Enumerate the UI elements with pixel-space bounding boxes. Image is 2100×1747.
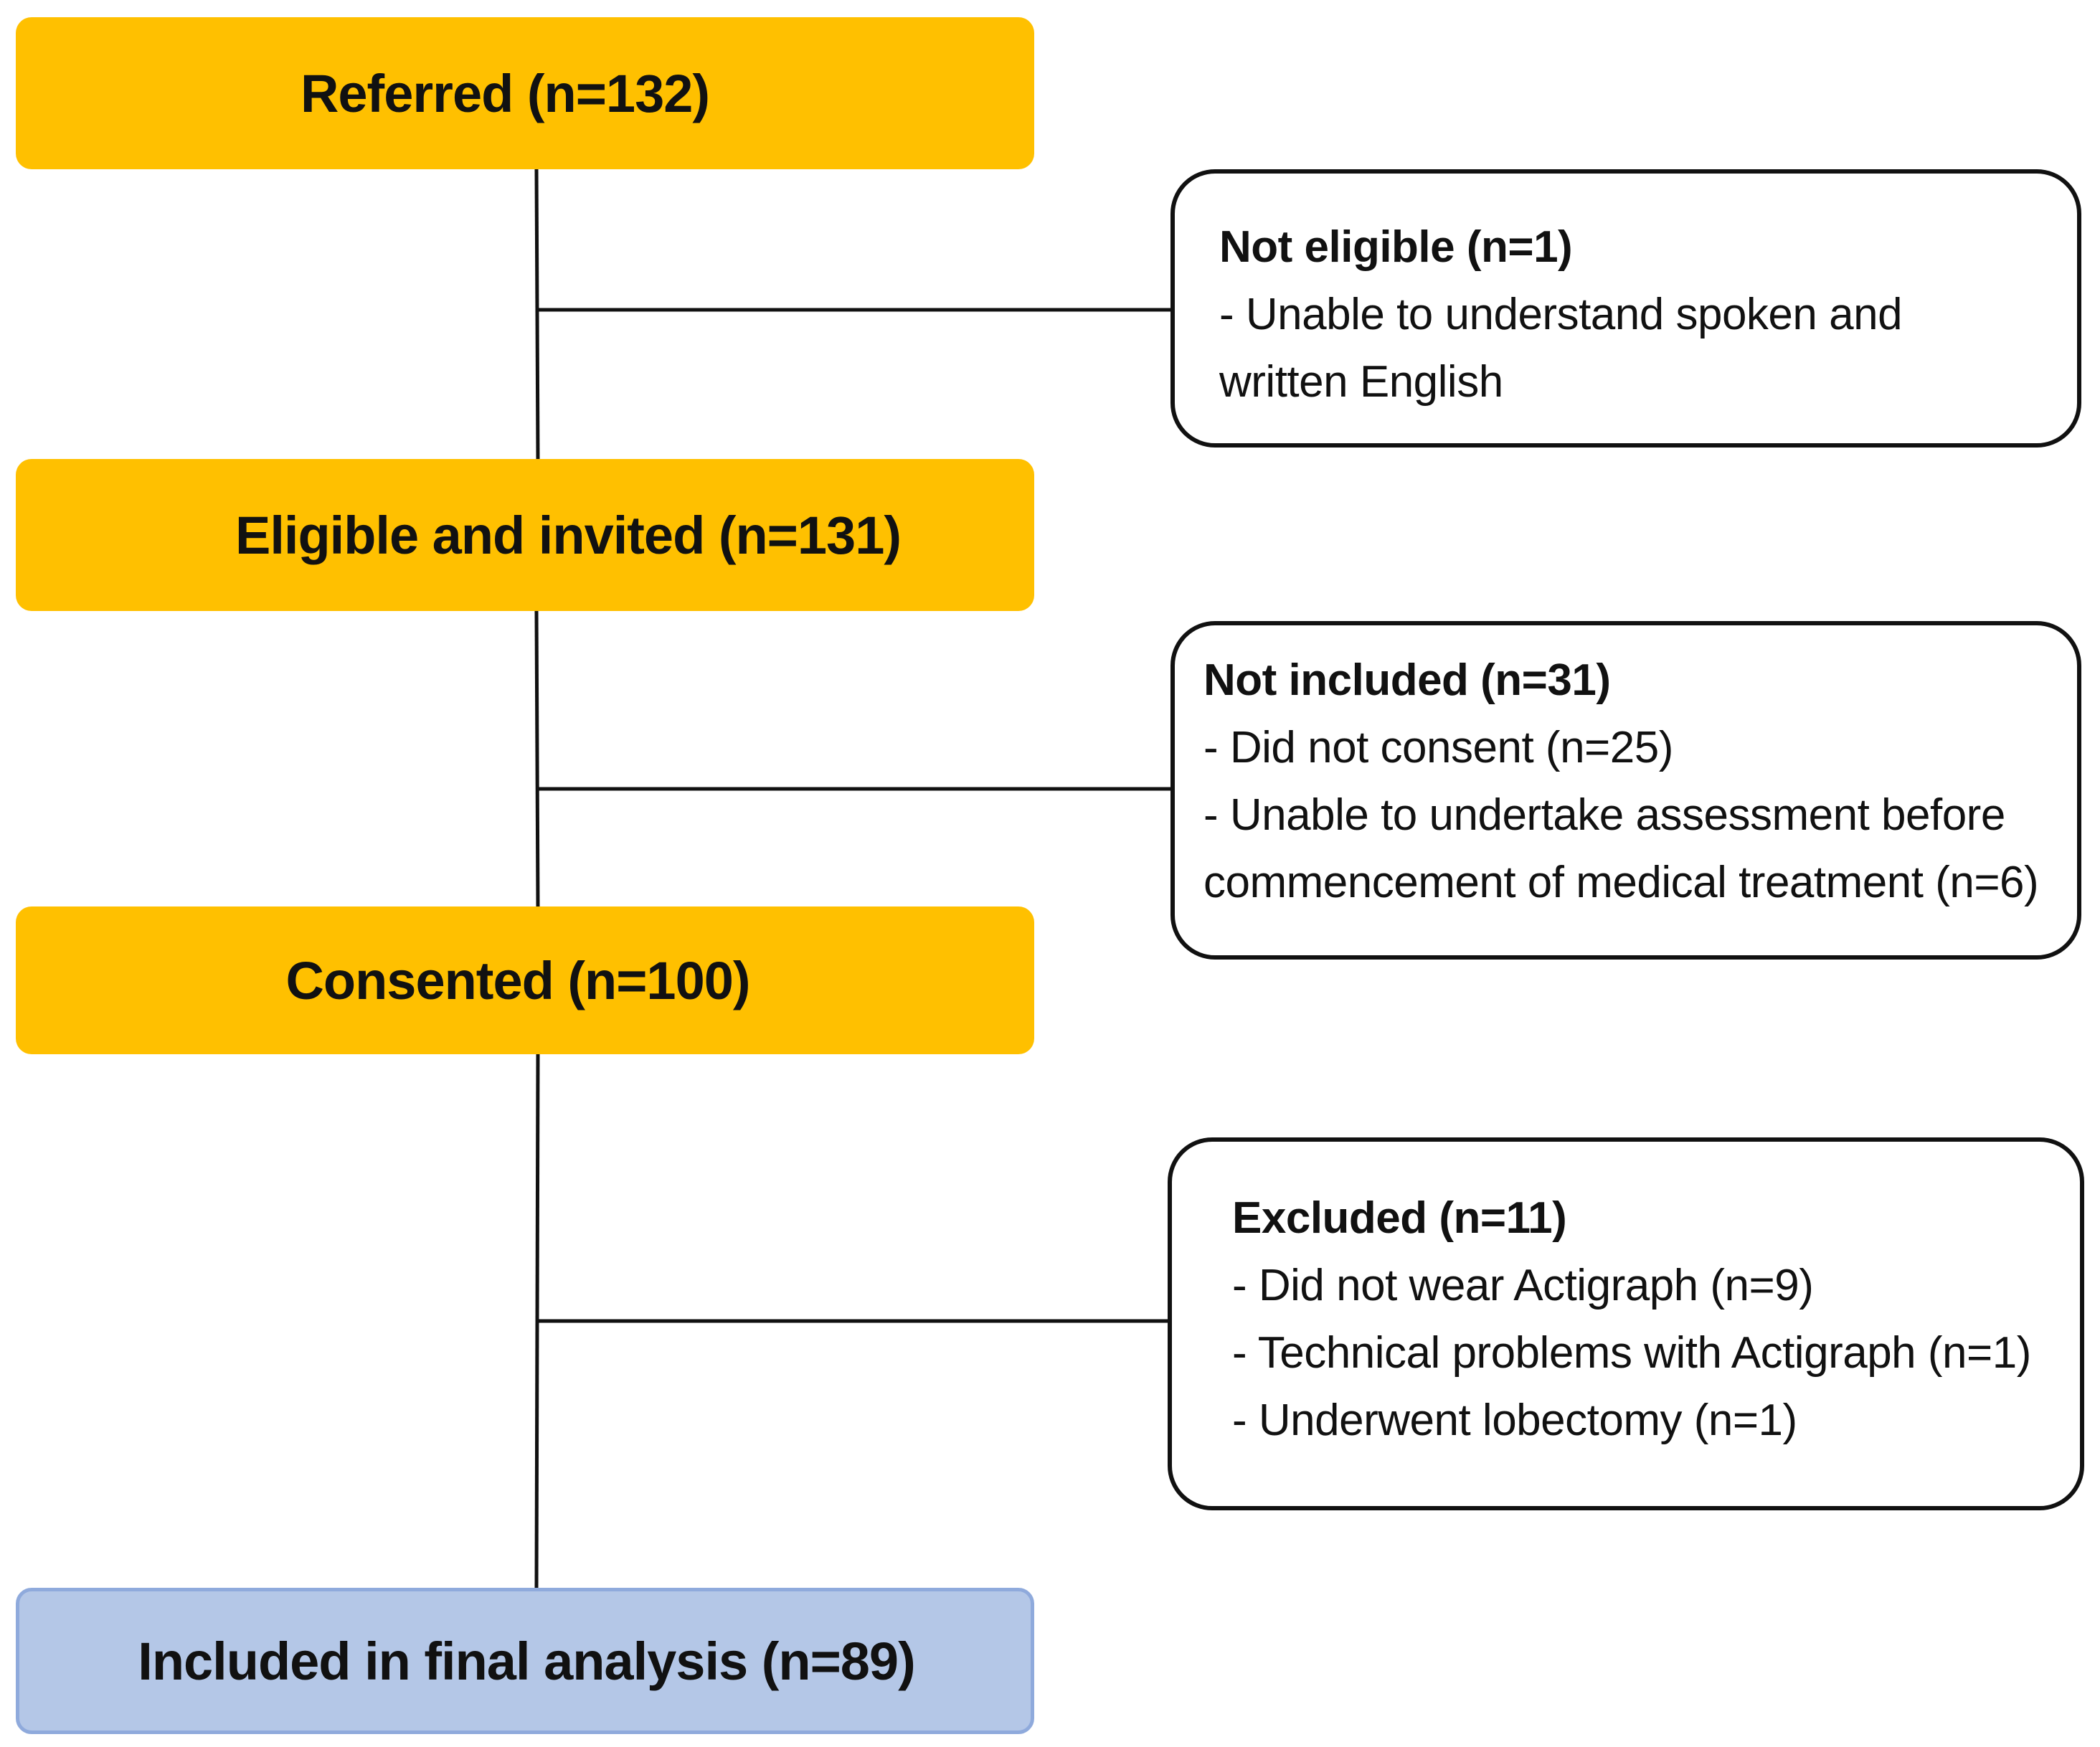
excluded-line-2: - Technical problems with Actigraph (n=1…	[1232, 1328, 2031, 1378]
not-included-line-3: commencement of medical treatment (n=6)	[1203, 858, 2039, 907]
not-included-line-1: - Did not consent (n=25)	[1203, 723, 1673, 772]
eligible-label: Eligible and invited (n=131)	[235, 505, 902, 565]
excluded-box: Excluded (n=11) - Did not wear Actigraph…	[1168, 1137, 2084, 1510]
included-label: Included in final analysis (n=89)	[138, 1631, 915, 1691]
eligible-box: Eligible and invited (n=131)	[16, 459, 1034, 611]
consented-label: Consented (n=100)	[285, 950, 750, 1010]
excluded-title: Excluded (n=11)	[1232, 1193, 1567, 1243]
referred-label: Referred (n=132)	[300, 63, 710, 123]
not-eligible-line-1: - Unable to understand spoken and	[1219, 290, 1903, 339]
referred-box: Referred (n=132)	[16, 17, 1034, 169]
excluded-line-1: - Did not wear Actigraph (n=9)	[1232, 1261, 1814, 1310]
not-included-line-2: - Unable to undertake assessment before	[1203, 790, 2005, 840]
included-box: Included in final analysis (n=89)	[16, 1588, 1034, 1734]
connector-referred-to-eligible	[534, 169, 540, 460]
not-eligible-box: Not eligible (n=1) - Unable to understan…	[1170, 169, 2081, 448]
not-eligible-title: Not eligible (n=1)	[1219, 222, 1573, 272]
consented-box: Consented (n=100)	[16, 906, 1034, 1054]
not-included-box: Not included (n=31) - Did not consent (n…	[1170, 621, 2081, 960]
not-included-title: Not included (n=31)	[1203, 655, 1611, 705]
connector-eligible-to-consented	[534, 610, 540, 907]
not-eligible-line-2: written English	[1219, 357, 1503, 407]
connector-consented-to-included	[534, 1054, 540, 1589]
excluded-line-3: - Underwent lobectomy (n=1)	[1232, 1396, 1797, 1445]
